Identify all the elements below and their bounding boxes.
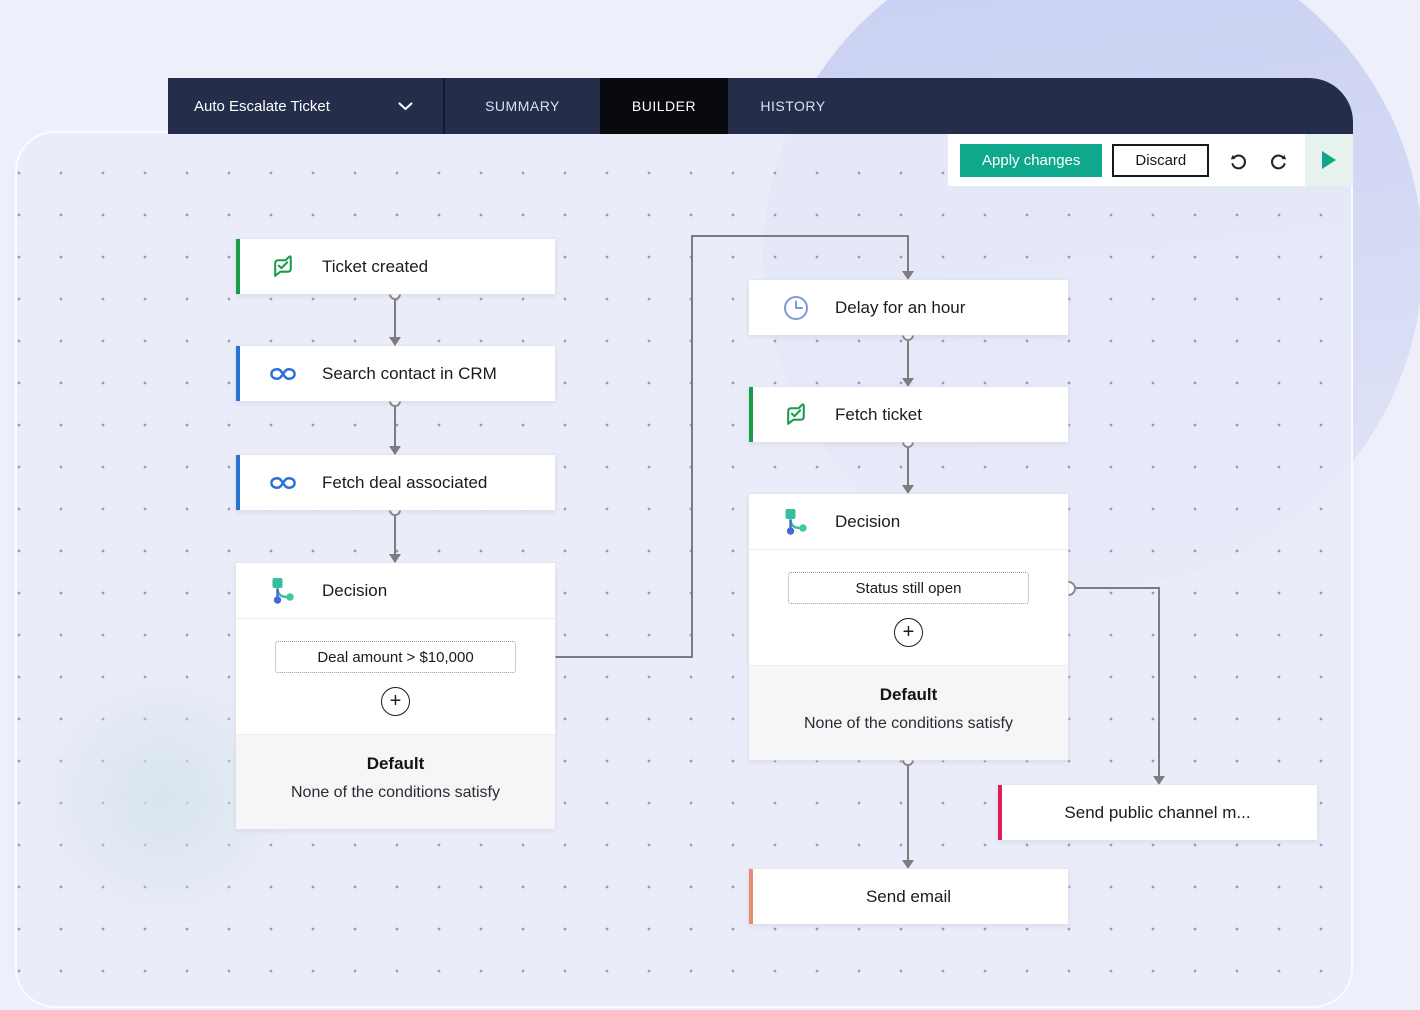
- connector-line: [907, 445, 909, 487]
- arrowhead: [902, 271, 914, 280]
- arrowhead: [902, 860, 914, 869]
- node-label: Fetch ticket: [835, 404, 922, 424]
- connector-line: [907, 235, 909, 273]
- node-accent-bar: [749, 869, 753, 924]
- play-icon: [1322, 151, 1336, 169]
- condition-chip[interactable]: Deal amount > $10,000: [275, 641, 516, 673]
- connector-line: [1075, 587, 1160, 589]
- node-label: Decision: [322, 580, 388, 600]
- node-fetch-ticket[interactable]: Fetch ticket: [749, 387, 1068, 442]
- node-accent-bar: [998, 785, 1002, 840]
- desk-ticket-icon: [781, 401, 811, 428]
- chevron-down-icon: [398, 98, 413, 115]
- connector-line: [394, 398, 396, 455]
- clock-icon: [781, 292, 811, 324]
- node-search-contact[interactable]: Search contact in CRM: [236, 346, 555, 401]
- node-decision-right[interactable]: Decision Status still open + Default Non…: [749, 494, 1068, 760]
- node-send-email[interactable]: Send email: [749, 869, 1068, 924]
- connector-line: [1158, 587, 1160, 776]
- node-accent-bar: [236, 455, 240, 510]
- default-title: Default: [366, 754, 425, 773]
- top-nav-bar: Auto Escalate Ticket SUMMARY BUILDER HIS…: [168, 78, 1353, 134]
- decision-branch-icon: [268, 576, 298, 606]
- node-send-public-channel[interactable]: Send public channel m...: [998, 785, 1317, 840]
- node-label: Search contact in CRM: [322, 363, 497, 383]
- node-label: Delay for an hour: [835, 297, 966, 317]
- run-workflow-button[interactable]: [1305, 134, 1353, 186]
- decision-conditions: Deal amount > $10,000 +: [236, 619, 555, 735]
- nav-divider: [443, 78, 445, 134]
- node-ticket-created[interactable]: Ticket created: [236, 239, 555, 294]
- workflow-canvas[interactable]: Ticket created Search contact in CRM Fet…: [15, 131, 1353, 1008]
- default-title: Default: [879, 685, 938, 704]
- apply-changes-button[interactable]: Apply changes: [960, 143, 1103, 177]
- node-accent-bar: [236, 239, 240, 294]
- builder-toolbar: Apply changes Discard: [948, 134, 1353, 186]
- node-label: Ticket created: [322, 256, 429, 276]
- discard-button[interactable]: Discard: [1112, 143, 1210, 177]
- workflow-name-dropdown[interactable]: Auto Escalate Ticket: [168, 78, 443, 134]
- add-condition-button[interactable]: +: [381, 687, 410, 716]
- tab-builder[interactable]: BUILDER: [600, 78, 728, 134]
- arrowhead: [389, 554, 401, 563]
- condition-chip[interactable]: Status still open: [788, 572, 1029, 604]
- arrowhead: [1153, 776, 1165, 785]
- redo-icon[interactable]: [1267, 149, 1289, 171]
- connector-line: [394, 507, 396, 563]
- node-fetch-deal[interactable]: Fetch deal associated: [236, 455, 555, 510]
- decision-branch-icon: [781, 507, 811, 537]
- decision-header: Decision: [236, 563, 555, 619]
- node-accent-bar: [236, 346, 240, 401]
- connector-line: [907, 338, 909, 380]
- arrowhead: [389, 446, 401, 455]
- node-label: Send email: [865, 886, 952, 906]
- undo-icon[interactable]: [1227, 149, 1249, 171]
- arrowhead: [902, 485, 914, 494]
- connector-line: [555, 656, 693, 658]
- connector-line: [691, 235, 693, 658]
- node-accent-bar: [749, 387, 753, 442]
- workflow-name: Auto Escalate Ticket: [194, 97, 330, 115]
- tab-summary[interactable]: SUMMARY: [485, 98, 560, 114]
- node-label: Decision: [835, 511, 901, 531]
- connector-line: [907, 763, 909, 860]
- connector-line: [394, 291, 396, 346]
- decision-conditions: Status still open +: [749, 550, 1068, 666]
- crm-infinity-icon: [268, 361, 298, 387]
- node-decision-left[interactable]: Decision Deal amount > $10,000 + Default…: [236, 563, 555, 829]
- connector-line: [691, 235, 909, 237]
- node-delay[interactable]: Delay for an hour: [749, 280, 1068, 335]
- crm-infinity-icon: [268, 470, 298, 496]
- desk-ticket-icon: [268, 253, 298, 280]
- node-label: Send public channel m...: [1064, 802, 1251, 822]
- arrowhead: [389, 337, 401, 346]
- node-label: Fetch deal associated: [322, 472, 488, 492]
- decision-default-branch: Default None of the conditions satisfy: [749, 666, 1068, 760]
- decision-header: Decision: [749, 494, 1068, 550]
- tab-history[interactable]: HISTORY: [760, 98, 826, 114]
- add-condition-button[interactable]: +: [894, 618, 923, 647]
- default-subtitle: None of the conditions satisfy: [290, 784, 500, 801]
- default-subtitle: None of the conditions satisfy: [803, 715, 1013, 732]
- decision-default-branch: Default None of the conditions satisfy: [236, 735, 555, 829]
- arrowhead: [902, 378, 914, 387]
